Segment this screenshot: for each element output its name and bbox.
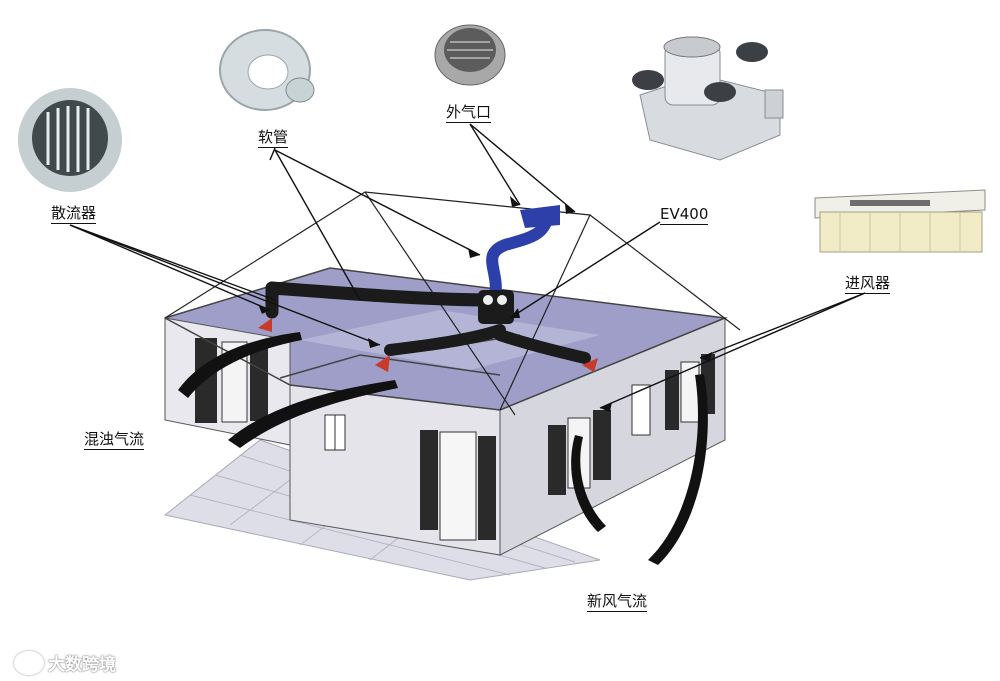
hose-product-image bbox=[219, 29, 315, 111]
fresh-airflow-arrows bbox=[571, 374, 708, 565]
callout-arrowheads bbox=[258, 196, 712, 412]
label-exhaust-airflow: 混浊气流 bbox=[84, 430, 145, 450]
label-inlet: 进风器 bbox=[845, 274, 891, 294]
watermark-text: 大数跨境 bbox=[48, 655, 116, 675]
label-fresh-airflow: 新风气流 bbox=[587, 592, 648, 612]
label-ev400: EV400 bbox=[660, 205, 709, 225]
watermark-logo-icon bbox=[14, 650, 44, 675]
flex-hose bbox=[486, 209, 554, 304]
label-outdoor-vent: 外气口 bbox=[446, 103, 492, 123]
ev400-unit bbox=[478, 205, 560, 324]
diffuser-product-image bbox=[18, 88, 122, 192]
front-walls bbox=[289, 317, 726, 556]
inlet-product-image bbox=[814, 189, 986, 253]
ev400-product-image bbox=[632, 36, 784, 161]
duct-network bbox=[265, 281, 591, 364]
exhaust-airflow-arrows bbox=[178, 332, 398, 448]
outdoor-vent-product-image bbox=[434, 24, 506, 86]
label-diffuser: 散流器 bbox=[51, 204, 97, 224]
watermark: 大数跨境 bbox=[14, 650, 116, 675]
diffuser-arrows bbox=[258, 318, 598, 372]
callout-lines bbox=[69, 123, 866, 409]
label-hose: 软管 bbox=[258, 128, 289, 148]
